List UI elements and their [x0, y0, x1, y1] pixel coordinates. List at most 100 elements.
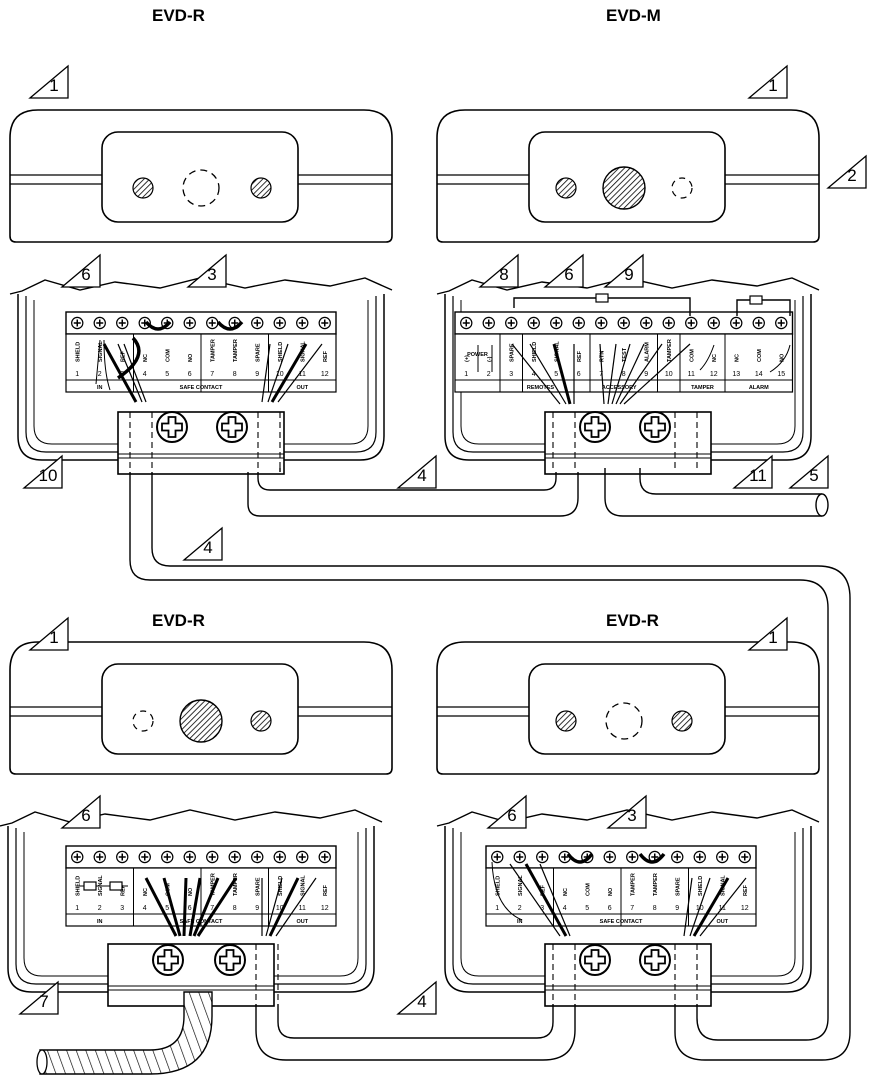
terminal-label: SIGNAL — [98, 875, 104, 896]
terminal-screw-icon — [459, 316, 473, 330]
gland-screw-icon — [214, 944, 246, 976]
terminal-label: SIGNAL — [300, 875, 306, 896]
terminal-label: NO — [779, 353, 785, 362]
terminal-label: NC — [563, 888, 569, 896]
gland-screw-icon — [639, 944, 671, 976]
terminal-label: REF — [323, 884, 329, 896]
callout-triangle: 11 — [732, 454, 773, 489]
terminal-label: NO — [188, 353, 194, 362]
terminal-number: 3 — [509, 371, 513, 378]
terminal-label: REF — [743, 884, 749, 896]
terminal-label: NC — [734, 354, 740, 362]
terminal-number: 3 — [120, 905, 124, 912]
terminal-number: 4 — [143, 905, 147, 912]
terminal-label: (+) — [464, 355, 470, 362]
cover-ports-bottom-right — [555, 702, 693, 740]
terminal-number: 5 — [165, 905, 169, 912]
callout-number: 6 — [507, 806, 516, 825]
terminal-screw-icon — [250, 850, 264, 864]
callout-number: 3 — [207, 265, 216, 284]
gland-screw-icon — [156, 411, 188, 443]
terminal-block-top-left: SHIELD1SIGNAL2REF3NC4COM5NO6TAMPER7TAMPE… — [65, 311, 337, 393]
callout-number: 6 — [81, 265, 90, 284]
terminal-screw-icon — [625, 850, 639, 864]
terminal-number: 6 — [608, 905, 612, 912]
terminal-screw-icon — [774, 316, 788, 330]
terminal-label: REF — [577, 350, 583, 362]
internal-wiring-top-left — [95, 320, 323, 403]
terminal-number: 14 — [755, 371, 763, 378]
title-top-left: EVD-R — [152, 6, 205, 25]
callout-number: 5 — [809, 466, 818, 485]
callout-number: 11 — [749, 466, 767, 485]
terminal-screw-icon — [115, 850, 129, 864]
terminal-group-label: REMOTES — [527, 385, 555, 391]
terminal-label: TEST — [622, 347, 628, 362]
callout-triangle: 3 — [186, 253, 227, 288]
terminal-screw-icon — [318, 316, 332, 330]
terminal-number: 8 — [233, 905, 237, 912]
callout-triangle: 1 — [747, 64, 788, 99]
terminal-label: TAMPER — [233, 873, 239, 896]
callout-number: 4 — [417, 466, 426, 485]
terminal-group-label: IN — [97, 919, 103, 925]
terminal-screw-icon — [138, 850, 152, 864]
callout-number: 6 — [564, 265, 573, 284]
terminal-number: 9 — [675, 905, 679, 912]
terminal-label: SHIELD — [495, 876, 501, 896]
terminal-label: COM — [585, 883, 591, 896]
gland-screw-icon — [579, 944, 611, 976]
terminal-screw-icon — [250, 316, 264, 330]
terminal-number: 12 — [321, 371, 329, 378]
terminal-group-label: IN — [97, 385, 103, 391]
terminal-label: SPARE — [509, 343, 515, 362]
callout-triangle: 4 — [396, 454, 437, 489]
terminal-number: 8 — [653, 905, 657, 912]
terminal-screw-icon — [295, 316, 309, 330]
terminal-screw-icon — [603, 850, 617, 864]
callout-triangle: 6 — [543, 253, 584, 288]
terminal-number: 11 — [299, 371, 306, 378]
internal-wiring-top-right — [477, 293, 791, 405]
terminal-number: 5 — [585, 905, 589, 912]
terminal-number: 9 — [255, 905, 259, 912]
terminal-group-label: SAFE CONTACT — [600, 919, 643, 925]
terminal-number: 13 — [732, 371, 740, 378]
terminal-label: (-) — [487, 356, 493, 362]
terminal-group-label: ACCESSORY — [602, 385, 637, 391]
terminal-screw-icon — [70, 850, 84, 864]
terminal-number: 6 — [188, 905, 192, 912]
terminal-label: SPARE — [255, 343, 261, 362]
callout-triangle: 3 — [606, 794, 647, 829]
terminal-screw-icon — [490, 850, 504, 864]
terminal-screw-icon — [693, 850, 707, 864]
cover-ports-top-left — [132, 169, 272, 207]
terminal-number: 12 — [321, 905, 329, 912]
terminal-label: SHIELD — [698, 876, 704, 896]
terminal-block-top-right: (+)1(-)2SPARE3SHIELD4SIGNAL5REF6RTN7TEST… — [454, 311, 794, 393]
terminal-label: NC — [143, 888, 149, 896]
terminal-block-bottom-right: SHIELD1SIGNAL2REF3NC4COM5NO6TAMPER7TAMPE… — [485, 845, 757, 927]
callout-triangle: 2 — [826, 154, 867, 189]
terminal-screw-icon — [617, 316, 631, 330]
terminal-label: REF — [540, 884, 546, 896]
terminal-label: ALARM — [644, 342, 650, 362]
terminal-screw-icon — [205, 316, 219, 330]
terminal-screw-icon — [729, 316, 743, 330]
terminal-label: SPARE — [255, 877, 261, 896]
terminal-label: REF — [323, 350, 329, 362]
callout-number: 9 — [624, 265, 633, 284]
terminal-screw-icon — [715, 850, 729, 864]
terminal-screw-icon — [205, 850, 219, 864]
terminal-screw-icon — [93, 850, 107, 864]
terminal-number: 5 — [554, 371, 558, 378]
callout-number: 6 — [81, 806, 90, 825]
terminal-label: TAMPER — [233, 339, 239, 362]
terminal-group-label: SAFE CONTACT — [180, 385, 223, 391]
terminal-label: REF — [120, 884, 126, 896]
terminal-screw-icon — [738, 850, 752, 864]
callout-triangle: 10 — [22, 454, 63, 489]
terminal-label: TAMPER — [210, 339, 216, 362]
callout-number: 4 — [417, 992, 426, 1011]
